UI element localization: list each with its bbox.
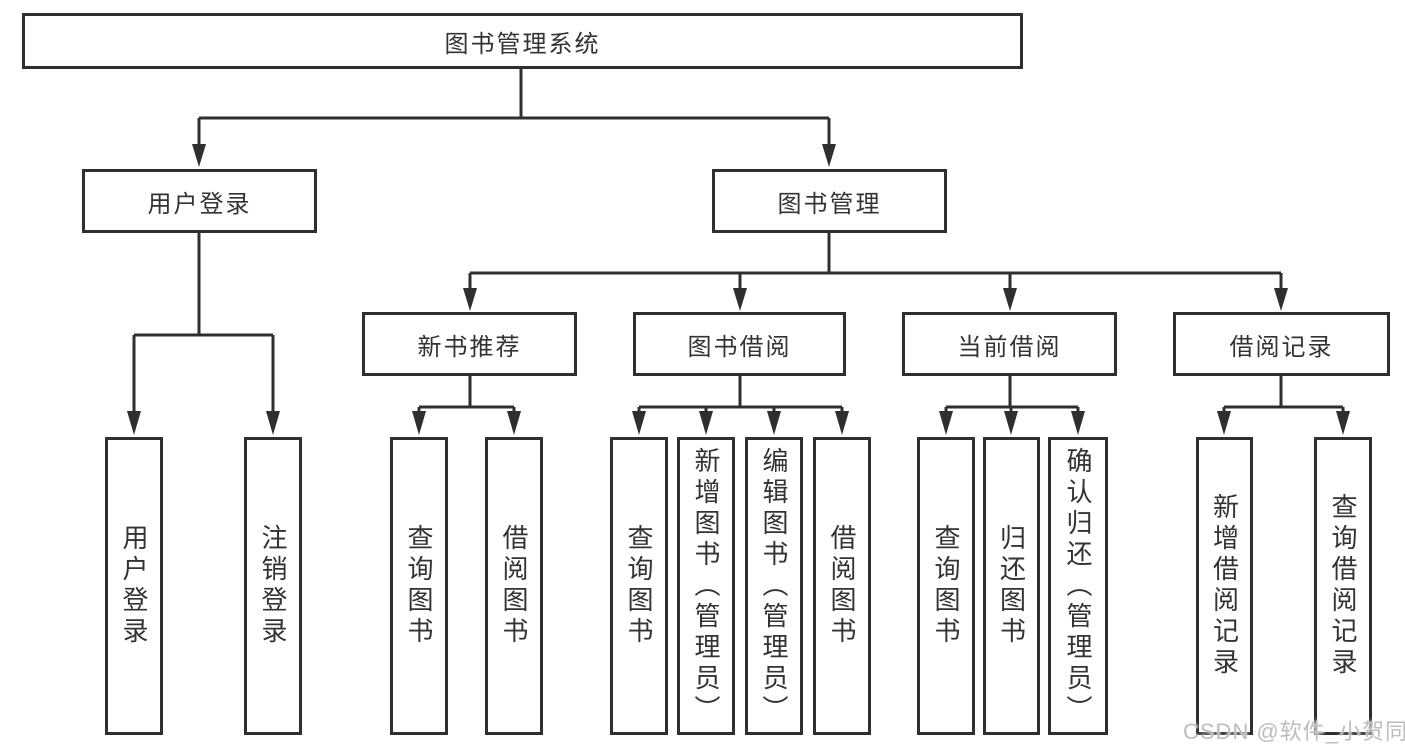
arrowhead (1336, 411, 1350, 435)
node-label: 用户登录 (147, 190, 252, 218)
leaf-label: 确认归还（管理员） (1063, 446, 1093, 726)
arrowhead (835, 411, 849, 435)
arrowhead (1071, 411, 1085, 435)
arrowhead (127, 411, 141, 435)
leaf-borrow-books-recommend: 借阅图书 (485, 437, 543, 735)
arrowhead (266, 411, 280, 435)
arrowhead (939, 411, 953, 435)
leaf-edit-book-admin: 编辑图书（管理员） (745, 437, 803, 735)
arrowhead (699, 411, 713, 435)
connector-root-to-level2 (197, 69, 831, 146)
connector-current-borrow-group (944, 376, 1080, 412)
leaf-label: 查询借阅记录 (1328, 493, 1358, 679)
leaf-label: 借阅图书 (499, 524, 529, 648)
arrowhead (412, 411, 426, 435)
leaf-label: 编辑图书（管理员） (759, 446, 789, 726)
node-label: 借阅记录 (1229, 333, 1334, 361)
node-current-borrow: 当前借阅 (902, 312, 1117, 376)
node-root-system: 图书管理系统 (22, 13, 1023, 69)
arrowhead (1274, 288, 1288, 311)
arrowhead (822, 144, 836, 167)
leaf-query-borrow-record: 查询借阅记录 (1314, 437, 1372, 735)
leaf-query-books-recommend: 查询图书 (390, 437, 448, 735)
leaf-label: 新增借阅记录 (1209, 493, 1240, 679)
leaf-label: 查询图书 (404, 524, 434, 648)
arrowhead (632, 411, 646, 435)
leaf-label: 借阅图书 (827, 524, 857, 648)
node-book-borrow: 图书借阅 (633, 312, 846, 376)
leaf-logout: 注销登录 (244, 437, 302, 735)
leaf-confirm-return-admin: 确认归还（管理员） (1048, 437, 1108, 735)
leaf-label: 查询图书 (624, 524, 654, 648)
connector-book-management-group (468, 233, 1283, 289)
leaf-label: 注销登录 (258, 524, 288, 648)
arrowhead (463, 288, 477, 311)
csdn-watermark: CSDN @软件_小贺同学 (1183, 719, 1405, 744)
connector-new-book-group (417, 376, 516, 412)
leaf-label: 归还图书 (996, 524, 1027, 648)
leaf-borrow-books: 借阅图书 (813, 437, 871, 735)
leaf-add-book-admin: 新增图书（管理员） (677, 437, 735, 735)
leaf-query-books-borrow: 查询图书 (610, 437, 668, 735)
arrowhead (767, 411, 781, 435)
node-label: 图书管理 (777, 190, 882, 218)
node-label: 新书推荐 (417, 333, 522, 361)
leaf-label: 新增图书（管理员） (691, 446, 721, 726)
arrowhead (192, 144, 206, 167)
arrowhead (1003, 288, 1017, 311)
node-book-management: 图书管理 (712, 169, 947, 233)
leaf-label: 用户登录 (119, 524, 149, 648)
arrowhead (1004, 411, 1018, 435)
connector-user-login-group (132, 233, 275, 412)
node-label: 图书管理系统 (444, 30, 601, 58)
leaf-add-borrow-record: 新增借阅记录 (1196, 437, 1253, 735)
connector-book-borrow-group (637, 376, 844, 412)
node-new-book-recommend: 新书推荐 (362, 312, 577, 376)
node-label: 当前借阅 (957, 333, 1062, 361)
connector-borrow-records-group (1222, 376, 1345, 412)
arrowhead (733, 288, 747, 311)
leaf-return-book: 归还图书 (983, 437, 1040, 735)
node-user-login: 用户登录 (82, 169, 317, 233)
arrowhead (1217, 411, 1231, 435)
leaf-query-books-current: 查询图书 (917, 437, 975, 735)
node-borrow-records: 借阅记录 (1173, 312, 1390, 376)
arrowhead (507, 411, 521, 435)
node-label: 图书借阅 (687, 333, 792, 361)
leaf-user-login: 用户登录 (105, 437, 163, 735)
leaf-label: 查询图书 (931, 524, 961, 648)
